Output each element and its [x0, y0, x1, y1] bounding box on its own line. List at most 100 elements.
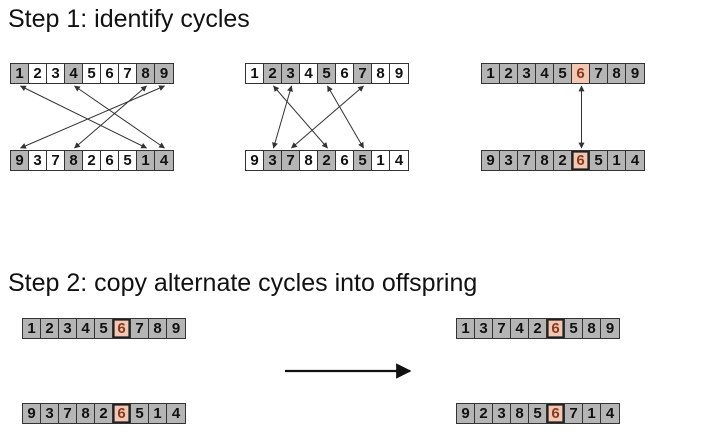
gene-cell: 8 — [300, 151, 318, 170]
gene-cell: 1 — [23, 319, 41, 338]
gene-cell: 3 — [41, 404, 59, 423]
gene-cell: 2 — [29, 64, 47, 83]
gene-cell: 4 — [77, 319, 95, 338]
gene-cell: 3 — [264, 151, 282, 170]
step1-heading: Step 1: identify cycles — [8, 5, 250, 33]
gene-cell: 4 — [536, 64, 554, 83]
gene-cell: 6 — [547, 404, 565, 423]
gene-cell: 9 — [23, 404, 41, 423]
gene-cell: 4 — [511, 319, 529, 338]
gene-cell: 8 — [583, 319, 601, 338]
gene-cell: 5 — [119, 151, 137, 170]
gene-cell: 7 — [518, 151, 536, 170]
gene-cell: 3 — [29, 151, 47, 170]
gene-cell: 1 — [372, 151, 390, 170]
gene-cell: 9 — [601, 319, 619, 338]
gene-cell: 8 — [77, 404, 95, 423]
gene-cell: 7 — [493, 319, 511, 338]
gene-cell: 8 — [137, 64, 155, 83]
gene-cell: 3 — [518, 64, 536, 83]
gene-cell: 8 — [372, 64, 390, 83]
gene-cell: 9 — [155, 64, 173, 83]
gene-cell: 2 — [318, 151, 336, 170]
gene-cell: 1 — [149, 404, 167, 423]
gene-cell: 3 — [493, 404, 511, 423]
gene-cell: 7 — [354, 64, 372, 83]
gene-cell: 7 — [282, 151, 300, 170]
gene-cell: 5 — [131, 404, 149, 423]
gene-cell: 1 — [583, 404, 601, 423]
gene-cell: 9 — [390, 64, 408, 83]
gene-cell: 7 — [59, 404, 77, 423]
gene-cell: 8 — [536, 151, 554, 170]
gene-cell: 4 — [601, 404, 619, 423]
gene-cell: 4 — [626, 151, 644, 170]
gene-cell: 6 — [113, 404, 131, 423]
gene-cell: 7 — [590, 64, 608, 83]
cycle-link-arrow — [74, 85, 147, 149]
cycle-link-arrow — [272, 85, 293, 149]
cycle-link-arrow — [273, 85, 328, 149]
gene-cell: 4 — [65, 64, 83, 83]
gene-cell: 5 — [95, 319, 113, 338]
gene-cell: 9 — [626, 64, 644, 83]
cycle-link-arrow — [19, 85, 166, 149]
gene-cell: 3 — [500, 151, 518, 170]
gene-cell: 5 — [554, 64, 572, 83]
gene-cell: 5 — [590, 151, 608, 170]
gene-cell: 7 — [47, 151, 65, 170]
gene-cell: 7 — [565, 404, 583, 423]
gene-cell: 6 — [101, 151, 119, 170]
gene-cell: 5 — [83, 64, 101, 83]
cycle-link-arrow — [291, 85, 364, 149]
gene-cell: 6 — [113, 319, 131, 338]
gene-cell: 9 — [457, 404, 475, 423]
gene-cell: 7 — [131, 319, 149, 338]
gene-cell: 3 — [47, 64, 65, 83]
gene-cell: 6 — [336, 151, 354, 170]
cycle-link-arrow — [327, 85, 364, 149]
gene-cell: 9 — [482, 151, 500, 170]
gene-cell: 2 — [41, 319, 59, 338]
gene-cell: 4 — [155, 151, 173, 170]
gene-cell: 6 — [572, 151, 590, 170]
gene-cell: 8 — [149, 319, 167, 338]
gene-cell: 2 — [475, 404, 493, 423]
gene-cell: 2 — [554, 151, 572, 170]
gene-cell: 4 — [167, 404, 185, 423]
gene-cell: 5 — [354, 151, 372, 170]
gene-cell: 2 — [264, 64, 282, 83]
gene-cell: 9 — [167, 319, 185, 338]
gene-cell: 5 — [318, 64, 336, 83]
gene-cell: 1 — [11, 64, 29, 83]
gene-cell: 9 — [246, 151, 264, 170]
gene-cell: 2 — [529, 319, 547, 338]
gene-cell: 6 — [101, 64, 119, 83]
gene-cell: 1 — [246, 64, 264, 83]
gene-cell: 8 — [608, 64, 626, 83]
step2-heading: Step 2: copy alternate cycles into offsp… — [8, 269, 478, 297]
gene-cell: 4 — [300, 64, 318, 83]
gene-cell: 5 — [565, 319, 583, 338]
gene-cell: 8 — [511, 404, 529, 423]
gene-cell: 5 — [529, 404, 547, 423]
gene-cell: 7 — [119, 64, 137, 83]
cycle-link-arrow — [74, 85, 165, 149]
gene-cell: 2 — [83, 151, 101, 170]
gene-cell: 6 — [547, 319, 565, 338]
gene-cell: 1 — [137, 151, 155, 170]
gene-cell: 2 — [500, 64, 518, 83]
gene-cell: 3 — [475, 319, 493, 338]
gene-cell: 1 — [482, 64, 500, 83]
